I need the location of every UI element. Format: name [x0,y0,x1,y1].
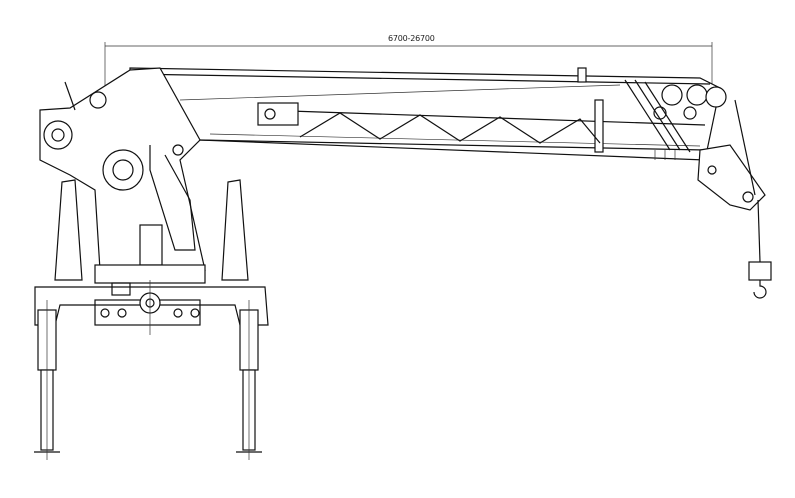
boom-head [624,79,727,160]
stabilizer-fins [54,179,249,281]
fly-jib [697,99,766,211]
base-frame [34,264,269,335]
boom-length-dimension-label: 6700-26700 [388,34,435,43]
hook-block [748,199,772,299]
boom-lattice-truss [257,102,601,144]
outrigger-leg-left [34,300,60,460]
outrigger-leg-right [236,300,262,460]
telescopic-boom [129,67,721,161]
crane-column [39,67,206,271]
